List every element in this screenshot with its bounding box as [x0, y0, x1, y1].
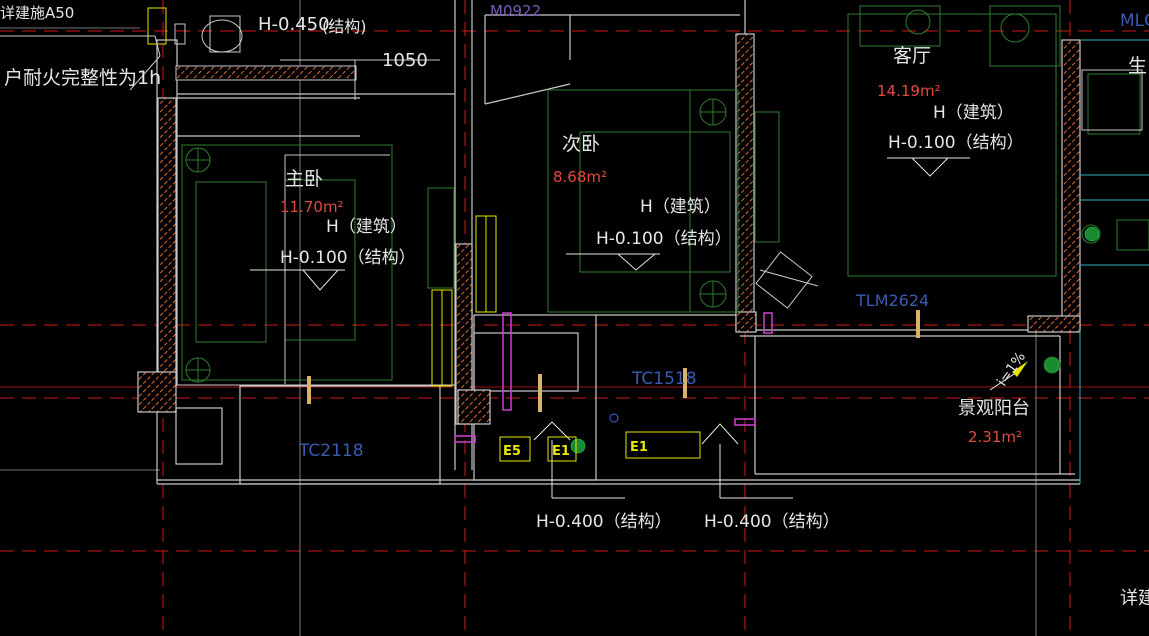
tag-e1a: E1	[552, 444, 570, 459]
partial-elevation: H-0.450	[258, 14, 330, 35]
living-room-elev-struct: H-0.100（结构）	[888, 133, 1024, 153]
elevation-markers	[250, 157, 1021, 499]
balcony-area: 2.31m²	[968, 428, 1022, 446]
living-room-elev-arch: H（建筑）	[933, 103, 1014, 123]
annotations: 详建施A50 户耐火完整性为1h 1050 H-0.450 (结构) M0922…	[0, 2, 1149, 609]
partial-elevation-struct: (结构)	[322, 17, 367, 36]
tag-e5: E5	[503, 444, 521, 459]
right-edge-bottom-note: 详建	[1120, 588, 1149, 609]
ref-note-top-left: 详建施A50	[0, 4, 74, 22]
second-bedroom-elev-arch: H（建筑）	[640, 197, 721, 217]
reference-lines	[0, 0, 1037, 636]
living-room-name: 客厅	[893, 45, 931, 67]
door-code-m0922: M0922	[490, 2, 541, 20]
room-outlines	[174, 15, 1143, 386]
lower-elev-left: H-0.400（结构）	[536, 512, 672, 532]
pipe-markers	[454, 312, 773, 443]
equipment-circles	[570, 226, 1100, 454]
tan-marks	[307, 310, 920, 412]
balcony-name: 景观阳台	[958, 398, 1030, 419]
drain-icon	[609, 413, 619, 423]
master-bedroom-area: 11.70m²	[280, 198, 344, 216]
yellow-door-frames	[147, 7, 497, 387]
second-bedroom-elev-struct: H-0.100（结构）	[596, 229, 732, 249]
door-tlm2624: TLM2624	[855, 291, 929, 310]
second-bedroom-name: 次卧	[562, 133, 600, 155]
door-mlc: MLC	[1120, 11, 1149, 31]
slope-arrow-icon	[1012, 361, 1028, 377]
dimension-1050: 1050	[382, 50, 428, 71]
lower-elev-right: H-0.400（结构）	[704, 512, 840, 532]
slope-label: i=1%	[994, 349, 1029, 389]
service-lines	[1079, 39, 1149, 484]
right-edge-partial: 生	[1128, 55, 1147, 77]
master-bedroom-elev-struct: H-0.100（结构）	[280, 248, 416, 268]
top-wall-strip	[175, 59, 440, 100]
master-bedroom-name: 主卧	[285, 168, 323, 190]
leader-lines	[0, 35, 161, 91]
equipment-tags	[499, 431, 701, 462]
tag-e1b: E1	[630, 440, 648, 455]
living-room-set	[847, 13, 1057, 277]
master-bed	[181, 144, 393, 381]
living-room-area: 14.19m²	[877, 82, 941, 100]
walls	[137, 0, 1081, 485]
window-tc1518: TC1518	[631, 369, 697, 389]
window-tc2118: TC2118	[298, 441, 364, 461]
fire-rating-note: 户耐火完整性为1h	[4, 67, 161, 89]
master-bedroom-elev-arch: H（建筑）	[326, 217, 407, 237]
second-bedroom-area: 8.68m²	[553, 168, 607, 186]
furniture-linework	[181, 5, 1149, 383]
